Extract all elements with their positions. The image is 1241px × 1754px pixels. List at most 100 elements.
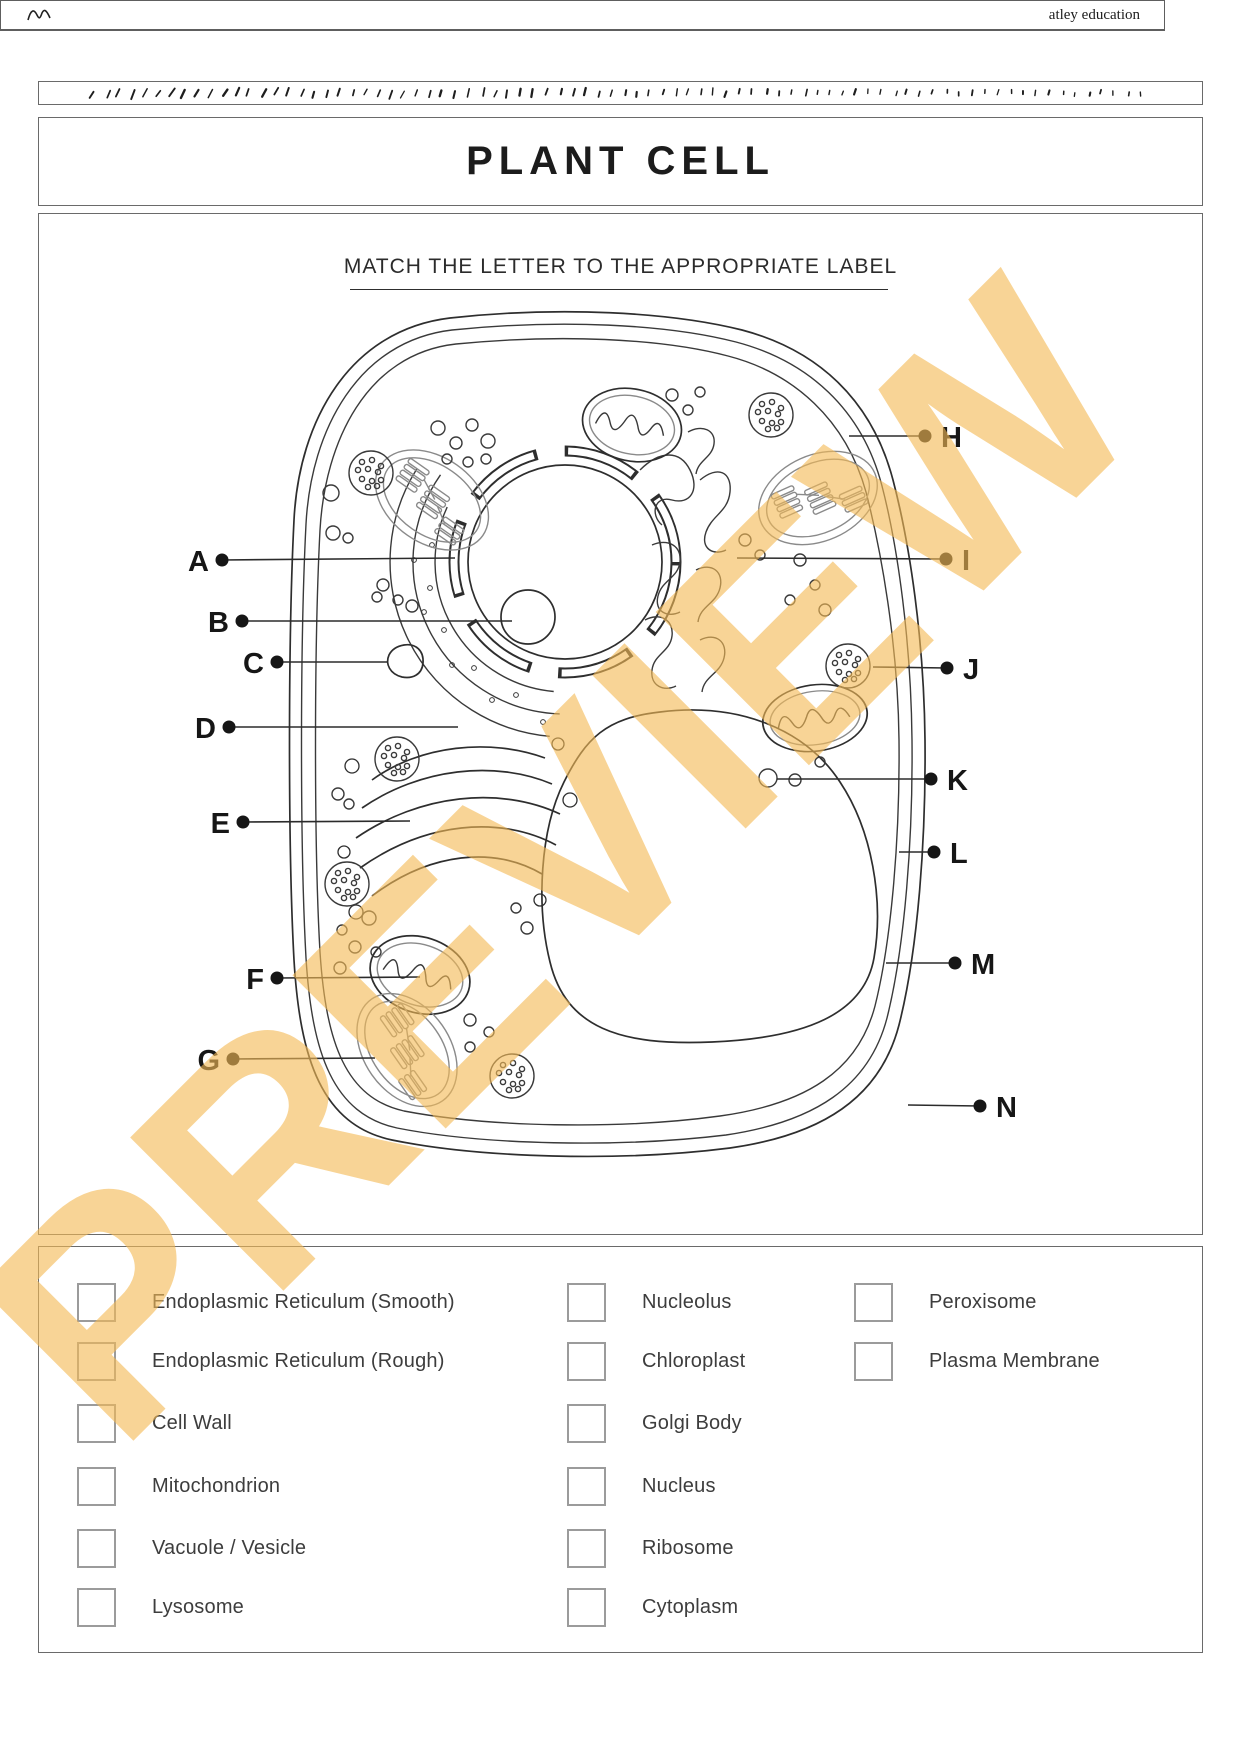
- mitochondrion: [757, 677, 873, 759]
- nucleus: [448, 445, 682, 679]
- answer-checkbox[interactable]: [77, 1283, 116, 1322]
- label-item: Chloroplast: [567, 1342, 745, 1381]
- nucleolus: [500, 589, 556, 645]
- footer-bar: atley education: [0, 0, 1165, 31]
- callout-E: E: [211, 808, 411, 840]
- svg-text:K: K: [947, 765, 968, 797]
- instruction-text: MATCH THE LETTER TO THE APPROPRIATE LABE…: [343, 255, 898, 278]
- callout-B: B: [208, 607, 512, 639]
- svg-text:M: M: [971, 949, 995, 981]
- svg-text:A: A: [188, 546, 209, 578]
- label-item: Lysosome: [77, 1588, 244, 1627]
- callout-F: F: [246, 964, 421, 996]
- callout-M: M: [886, 949, 995, 981]
- letter-callouts: A B C D E F G H I J K L M N: [188, 422, 1017, 1124]
- svg-text:J: J: [963, 654, 979, 686]
- label-item: Vacuole / Vesicle: [77, 1529, 306, 1568]
- answer-checkbox[interactable]: [77, 1342, 116, 1381]
- organelle-label: Lysosome: [152, 1596, 245, 1618]
- organelle-label: Golgi Body: [642, 1412, 742, 1434]
- svg-text:I: I: [962, 545, 970, 577]
- label-item: Endoplasmic Reticulum (Smooth): [77, 1283, 455, 1322]
- answer-checkbox[interactable]: [567, 1404, 606, 1443]
- label-item: Mitochondrion: [77, 1467, 280, 1506]
- answer-checkbox[interactable]: [77, 1467, 116, 1506]
- callout-I: I: [736, 545, 970, 577]
- label-item: Plasma Membrane: [854, 1342, 1100, 1381]
- label-item: Ribosome: [567, 1529, 734, 1568]
- svg-text:L: L: [950, 838, 968, 870]
- answer-labels-box: [38, 1246, 1203, 1653]
- tick-marks-icon: [88, 86, 1142, 101]
- organelle-label: Chloroplast: [642, 1350, 746, 1372]
- label-item: Cytoplasm: [567, 1588, 738, 1627]
- label-item: Nucleolus: [567, 1283, 732, 1322]
- organelle-label: Peroxisome: [929, 1291, 1037, 1313]
- answer-checkbox[interactable]: [77, 1404, 116, 1443]
- small-vesicles: [322, 386, 832, 1053]
- svg-text:C: C: [243, 648, 264, 680]
- svg-text:F: F: [246, 964, 264, 996]
- decorative-tick-strip: [38, 81, 1203, 105]
- organelle-label: Nucleolus: [642, 1291, 732, 1313]
- ribosome-cluster: [489, 1053, 535, 1099]
- answer-checkbox[interactable]: [567, 1588, 606, 1627]
- callout-D: D: [195, 713, 458, 745]
- answer-checkbox[interactable]: [854, 1283, 893, 1322]
- callout-N: N: [907, 1092, 1017, 1124]
- organelle-label: Endoplasmic Reticulum (Smooth): [152, 1291, 455, 1313]
- organelle-label: Plasma Membrane: [929, 1350, 1100, 1372]
- lysosome-cluster: [348, 450, 394, 496]
- label-item: Golgi Body: [567, 1404, 742, 1443]
- ribosome-cluster: [324, 861, 370, 907]
- callout-J: J: [872, 654, 979, 686]
- answer-checkbox[interactable]: [77, 1529, 116, 1568]
- instruction-underline: [350, 289, 888, 290]
- mitochondrion: [358, 922, 482, 1028]
- svg-text:N: N: [996, 1092, 1017, 1124]
- central-vacuole: [541, 709, 879, 1044]
- ribosome-cluster: [825, 643, 871, 689]
- brand-text: atley education: [1048, 6, 1140, 23]
- answer-checkbox[interactable]: [567, 1529, 606, 1568]
- vesicle: [386, 643, 424, 679]
- svg-text:B: B: [208, 607, 229, 639]
- svg-text:G: G: [197, 1045, 220, 1077]
- callout-G: G: [197, 1045, 376, 1077]
- svg-text:H: H: [941, 422, 962, 454]
- answer-checkbox[interactable]: [854, 1342, 893, 1381]
- callout-H: H: [849, 422, 962, 454]
- svg-text:D: D: [195, 713, 216, 745]
- cell-wall-outline: [288, 310, 926, 1158]
- organelle-label: Cell Wall: [152, 1412, 232, 1434]
- callout-A: A: [188, 546, 456, 578]
- organelle-label: Nucleus: [642, 1475, 716, 1497]
- organelle-label: Cytoplasm: [642, 1596, 739, 1618]
- plasma-membrane-outline: [314, 337, 900, 1126]
- plant-cell-diagram: A B C D E F G H I J K L M N: [188, 310, 1017, 1158]
- chloroplast: [355, 428, 509, 572]
- label-item: Endoplasmic Reticulum (Rough): [77, 1342, 445, 1381]
- callout-K: K: [777, 765, 968, 797]
- answer-checkbox[interactable]: [567, 1467, 606, 1506]
- label-item: Nucleus: [567, 1467, 716, 1506]
- organelle-label: Endoplasmic Reticulum (Rough): [152, 1350, 445, 1372]
- label-item: Peroxisome: [854, 1283, 1037, 1322]
- page-title: PLANT CELL: [466, 139, 775, 183]
- peroxisome: [758, 768, 778, 788]
- answer-checkbox[interactable]: [567, 1283, 606, 1322]
- answer-checkbox[interactable]: [567, 1342, 606, 1381]
- svg-text:E: E: [211, 808, 230, 840]
- organelle-label: Mitochondrion: [152, 1475, 281, 1497]
- smooth-er: [639, 427, 731, 693]
- title-box: PLANT CELL: [38, 117, 1203, 206]
- ribosome-cluster: [748, 392, 794, 438]
- golgi-body: [337, 737, 578, 920]
- callout-L: L: [899, 838, 968, 870]
- answer-checkbox[interactable]: [77, 1588, 116, 1627]
- squiggle-icon: [27, 9, 51, 21]
- organelle-label: Ribosome: [642, 1537, 734, 1559]
- organelle-label: Vacuole / Vesicle: [152, 1537, 307, 1559]
- label-item: Cell Wall: [77, 1404, 232, 1443]
